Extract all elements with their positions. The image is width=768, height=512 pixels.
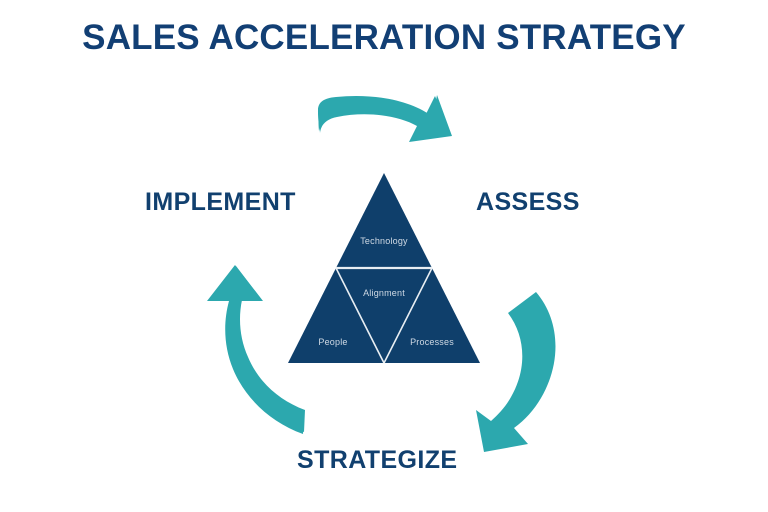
stage-label-implement: IMPLEMENT [145,188,296,216]
pyramid-tier-people: People [318,337,348,347]
page-title: SALES ACCELERATION STRATEGY [82,18,686,57]
pyramid-tier-alignment: Alignment [363,288,405,298]
arrow-right-icon [476,292,556,452]
pyramid [288,173,480,364]
pyramid-divider-right [383,267,433,364]
stage-label-strategize: STRATEGIZE [297,446,458,474]
pyramid-divider-left [335,267,385,364]
stage-label-assess: ASSESS [476,188,580,216]
pyramid-tier-technology: Technology [360,236,408,246]
arrow-top-icon [318,95,452,142]
arrow-left-icon [207,265,305,434]
pyramid-tier-processes: Processes [410,337,454,347]
